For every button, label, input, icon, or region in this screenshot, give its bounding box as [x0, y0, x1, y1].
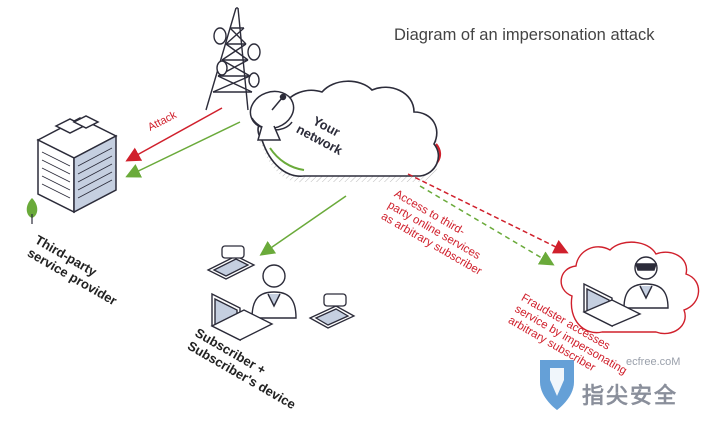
fraudster-avatar-icon	[623, 256, 669, 309]
attack-arrow	[125, 107, 223, 162]
watermark-text: 指尖安全	[582, 383, 679, 408]
legit-arrow-to-provider	[125, 121, 241, 178]
fraudster-cloud	[560, 241, 700, 335]
tablet-icon	[308, 293, 356, 329]
subscriber-avatar-icon	[251, 264, 297, 319]
legit-dashed-arrow	[419, 185, 555, 266]
cell-tower-icon	[205, 7, 261, 111]
fraudster-laptop-icon	[582, 282, 642, 328]
phone-icon	[206, 245, 256, 280]
diagram-title: Diagram of an impersonation attack	[394, 26, 655, 44]
access-arrow	[407, 173, 569, 254]
laptop-icon	[210, 292, 274, 342]
satellite-dish-icon	[249, 90, 295, 141]
building-icon	[36, 115, 118, 214]
network-cloud	[257, 80, 442, 183]
watermark-logo-icon	[540, 360, 574, 410]
tree-icon	[26, 198, 38, 224]
watermark-url: ecfree.coM	[626, 356, 681, 368]
legit-arrow-to-subscriber	[259, 195, 347, 256]
